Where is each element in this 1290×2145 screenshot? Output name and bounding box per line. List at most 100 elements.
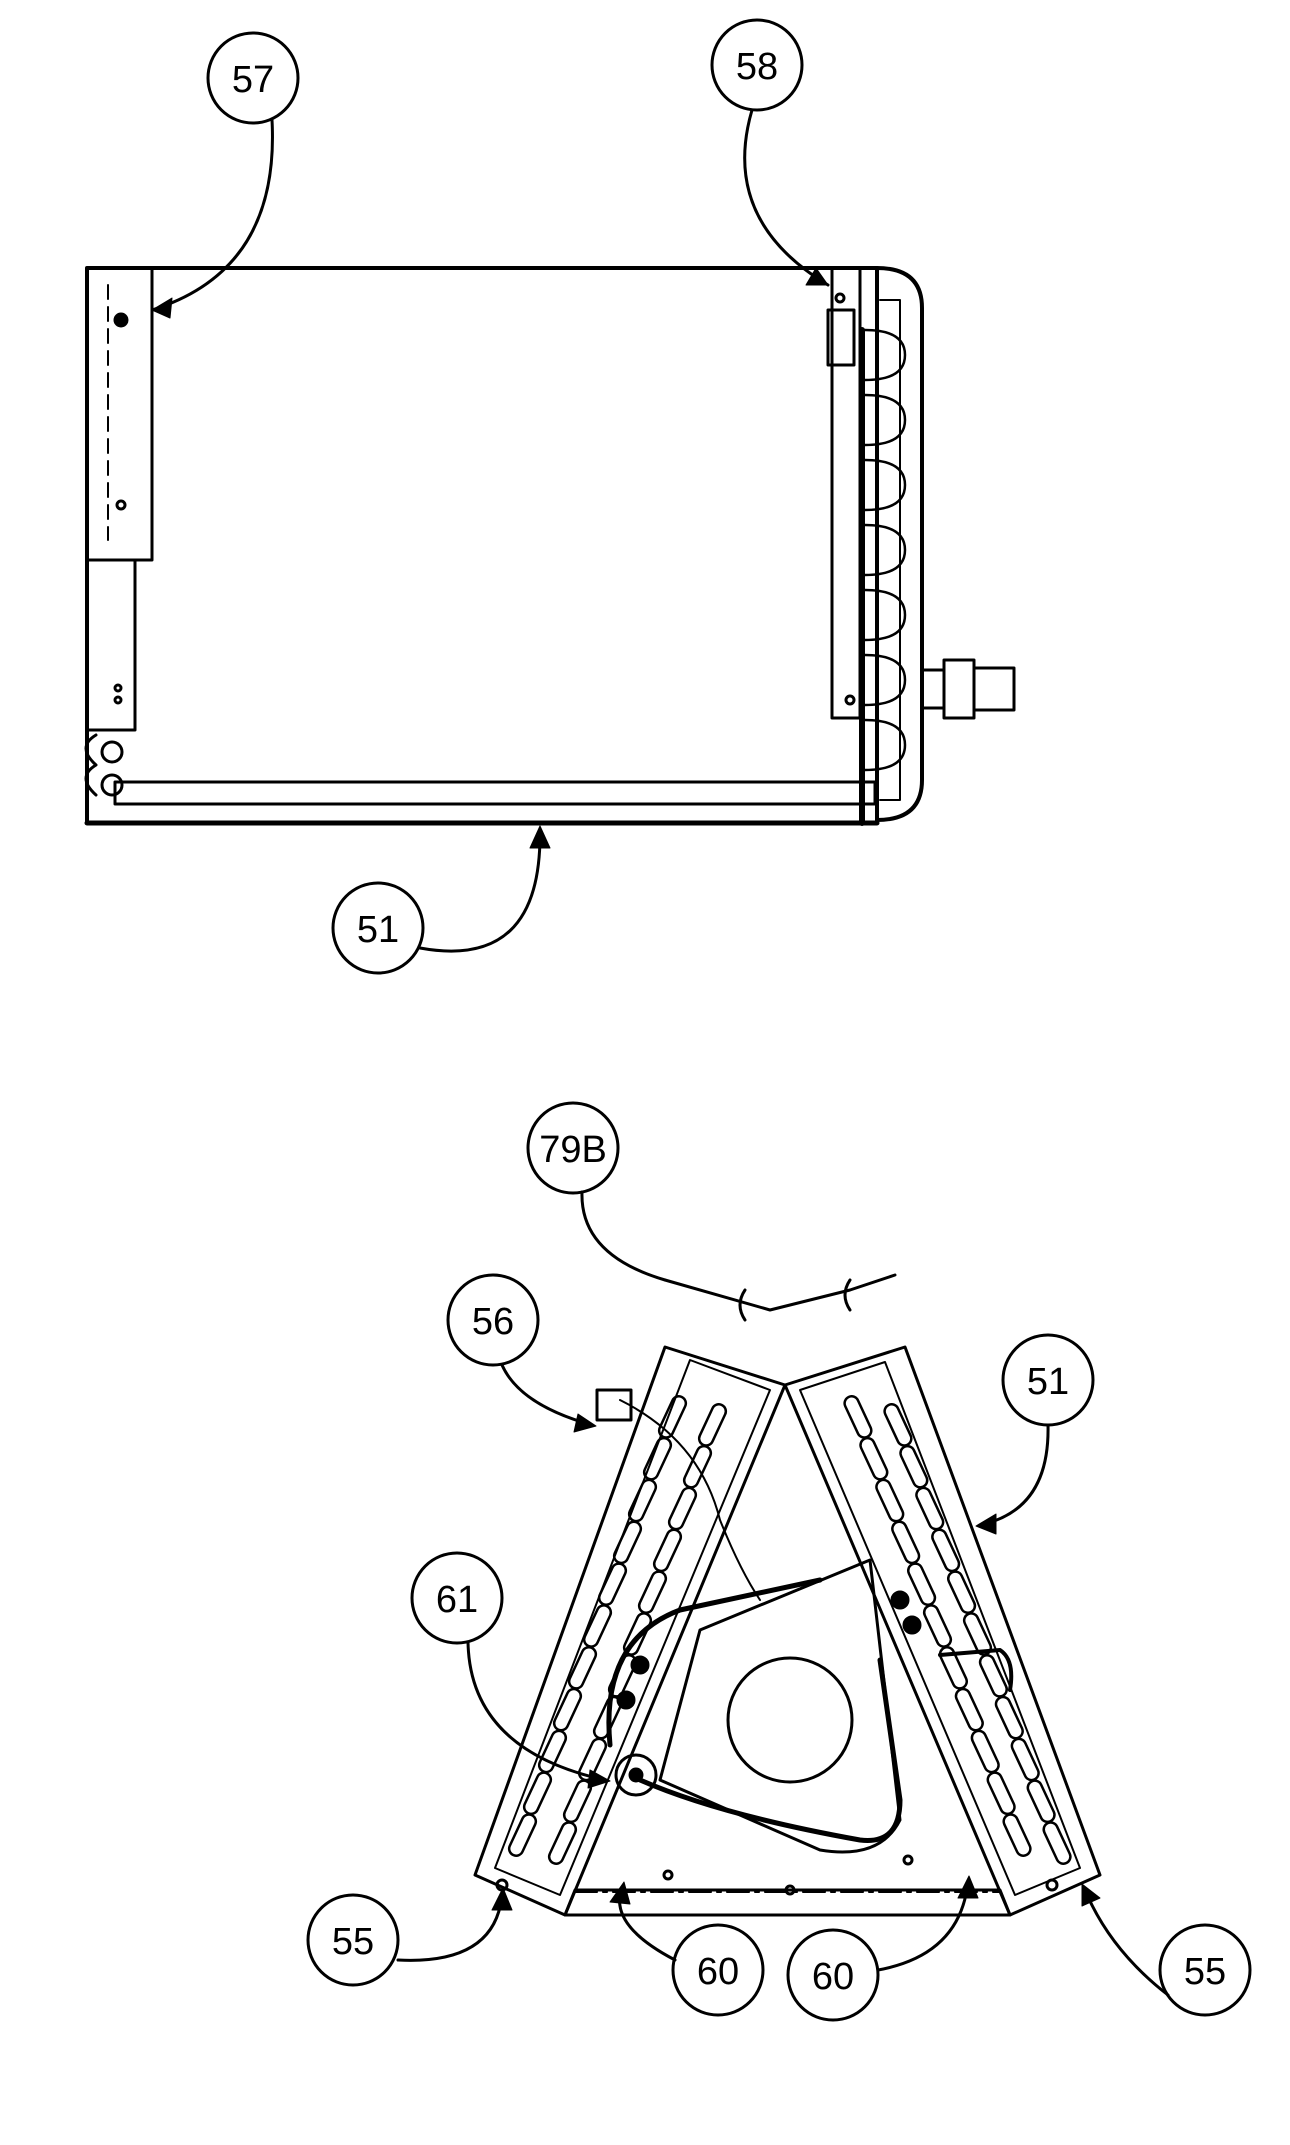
fin-slot [994, 1695, 1024, 1740]
sensor-wire [619, 1399, 761, 1601]
fin-slot [859, 1436, 889, 1481]
left-bracket-hole [115, 499, 127, 511]
fin-slot [567, 1645, 598, 1690]
callout-51-top: 51 [331, 825, 551, 975]
fin-slot [1026, 1779, 1056, 1824]
fin-slot [582, 1604, 613, 1648]
fin-slot [577, 1737, 608, 1782]
callout-55-left-arrowhead [491, 1887, 513, 1911]
callout-60-right-leader [876, 1880, 970, 1972]
base-hole-1 [662, 1869, 674, 1881]
left-tube-end2 [100, 773, 124, 797]
callout-61: 61 [410, 1551, 611, 1789]
callout-55-right: 55 [1081, 1883, 1252, 2017]
coil-side-view [84, 266, 1016, 826]
fin-slot [552, 1687, 583, 1732]
fin-slot [507, 1813, 538, 1857]
left-tube-end1 [100, 740, 124, 764]
drain-opening [726, 1656, 854, 1784]
callout-60-right-label: 60 [812, 1956, 854, 1998]
liquid-tube [637, 1657, 903, 1843]
right-bracket-hole-top [834, 292, 846, 304]
a-coil-view [473, 1273, 1102, 1917]
fin-slot [612, 1520, 643, 1565]
callout-58-arrowhead [805, 267, 829, 286]
callout-61-leader [466, 1640, 607, 1782]
return-bend-outline [875, 266, 924, 822]
left-bracket-screw [113, 312, 129, 328]
callout-60-right: 60 [786, 1875, 979, 2022]
callout-60-left-label: 60 [697, 1951, 739, 1993]
drain-pan [658, 1558, 902, 1854]
callout-58-circle [710, 18, 804, 112]
fin-slot [637, 1570, 668, 1615]
left-bracket-hole-lower1 [113, 683, 123, 693]
sensor-plug [595, 1388, 633, 1422]
left-bracket-upper [85, 266, 154, 562]
tube-end-3 [890, 1590, 910, 1610]
coil-body-outline [85, 266, 879, 825]
fin-slot [843, 1395, 873, 1439]
fin-slot [627, 1478, 658, 1523]
fin-slot [642, 1436, 673, 1481]
fin-slot [597, 1562, 628, 1607]
fin-slot [607, 1653, 638, 1698]
fin-slot [667, 1486, 698, 1531]
base-hole-3 [902, 1854, 914, 1866]
callout-55-left-leader [396, 1893, 504, 1962]
callout-61-circle [410, 1551, 504, 1645]
right-coil-slab [783, 1345, 1102, 1917]
fin-slot [947, 1570, 977, 1615]
fin-slot [652, 1528, 683, 1573]
inlet-fitting [920, 658, 1016, 720]
callout-51-bottom-label: 51 [1027, 1361, 1069, 1403]
corner-screw-left [495, 1878, 509, 1892]
right-bracket [830, 266, 862, 720]
callout-56: 56 [446, 1273, 597, 1433]
fin-slot [1010, 1737, 1040, 1782]
bottom-rail [113, 780, 877, 806]
callout-60-left-arrowhead [609, 1881, 631, 1905]
callout-61-arrowhead [587, 1769, 611, 1789]
callout-79b-leader [580, 1190, 667, 1282]
fin-slot [938, 1645, 968, 1690]
callout-57-label: 57 [232, 59, 274, 101]
suction-tube [606, 1577, 823, 1748]
right-slab-tube [938, 1648, 1014, 1692]
callout-79b-circle [526, 1101, 620, 1195]
callout-55-right-leader [1083, 1888, 1170, 1997]
sensor-bulb-wire [663, 1273, 897, 1312]
callout-55-left-circle [306, 1893, 400, 1987]
callout-51-bottom-arrowhead [975, 1513, 997, 1535]
right-slab-inner [799, 1361, 1081, 1896]
right-bracket-hole-bottom [844, 694, 856, 706]
fin-slot [875, 1478, 905, 1523]
fin-slot [682, 1444, 713, 1489]
callout-51-bottom-leader [978, 1423, 1050, 1527]
callout-57-circle [206, 31, 300, 125]
callout-58-label: 58 [736, 46, 778, 88]
callout-79b-label: 79B [539, 1129, 607, 1171]
callout-57: 57 [150, 31, 300, 319]
return-bends [863, 299, 907, 801]
callout-51-top-arrowhead [529, 825, 551, 849]
fin-slot [1042, 1821, 1072, 1865]
left-bracket-lower [85, 558, 137, 732]
distributor-center [628, 1767, 644, 1783]
fin-slot [931, 1528, 961, 1573]
fin-slot [891, 1520, 921, 1565]
callout-56-label: 56 [472, 1301, 514, 1343]
callout-55-left-label: 55 [332, 1921, 374, 1963]
callout-57-leader [150, 118, 274, 312]
distributor [614, 1753, 658, 1797]
fin-slot [978, 1653, 1008, 1698]
callout-55-right-label: 55 [1184, 1951, 1226, 1993]
callout-60-right-circle [786, 1928, 880, 2022]
fin-slot [622, 1612, 653, 1656]
fin-slot [915, 1486, 945, 1531]
tube-end-1 [630, 1655, 650, 1675]
fin-slot [962, 1612, 993, 1656]
fin-slot [1002, 1813, 1032, 1857]
fin-slot [954, 1687, 984, 1732]
fin-slot [522, 1771, 553, 1816]
